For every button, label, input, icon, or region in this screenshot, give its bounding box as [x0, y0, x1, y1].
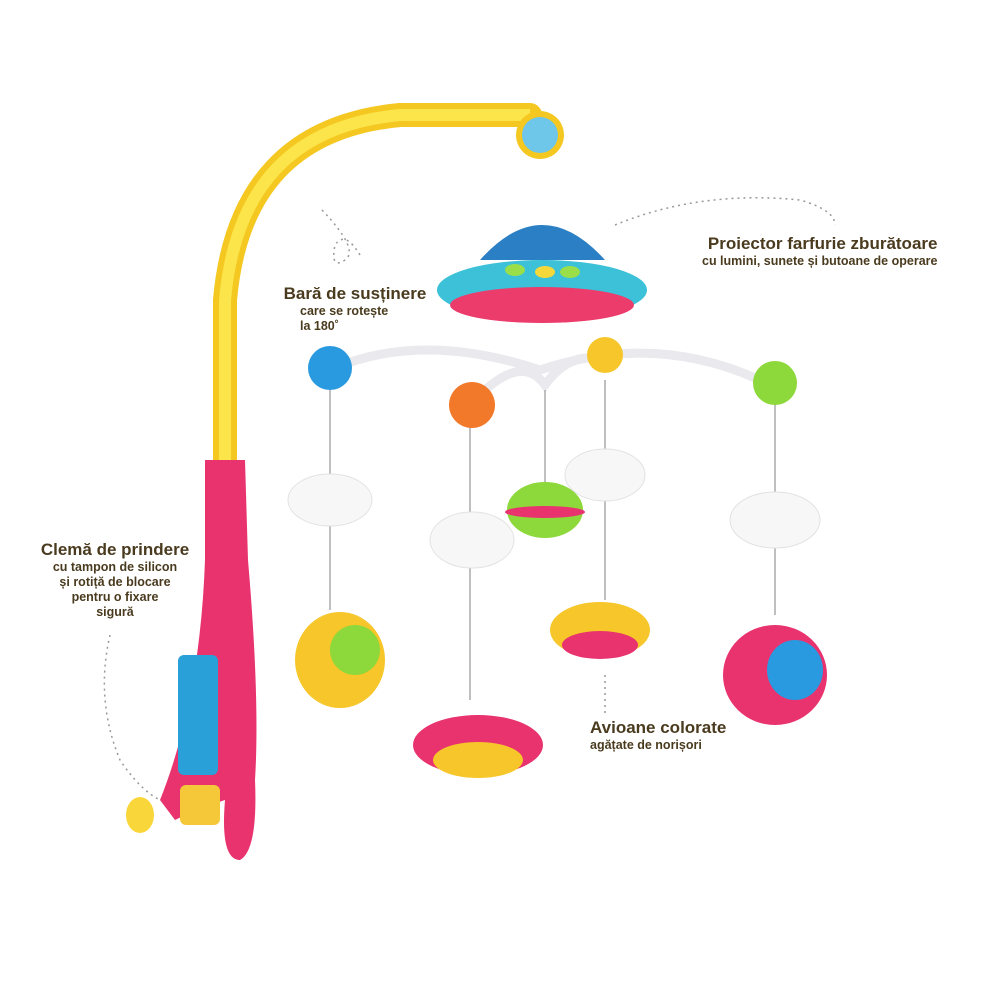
control-button — [535, 266, 555, 278]
callout-projector: Proiector farfurie zburătoare cu lumini,… — [702, 234, 937, 269]
callout-line: și rotiță de blocare — [59, 575, 171, 589]
ball-blue — [308, 346, 352, 390]
callout-planes: Avioane colorate agățate de norișori — [590, 718, 726, 753]
control-button — [560, 266, 580, 278]
callout-bar: Bară de susținere care se rotește la 180… — [270, 284, 440, 334]
callout-clamp: Clemă de prindere cu tampon de silicon ș… — [20, 540, 210, 620]
control-button — [505, 264, 525, 276]
clouds — [287, 448, 821, 569]
callout-subtitle: cu lumini, sunete și butoane de operare — [702, 254, 938, 268]
space-travel-sticker — [178, 655, 218, 775]
ball-orange — [449, 382, 495, 428]
callout-title: Proiector farfurie zburătoare — [707, 234, 938, 253]
callout-line: sigură — [96, 605, 134, 619]
ball-yellow — [587, 337, 623, 373]
callout-title: Avioane colorate — [590, 718, 727, 737]
hanger-arms — [328, 345, 773, 409]
callout-title: Clemă de prindere — [40, 540, 190, 559]
strings — [329, 380, 776, 700]
leader-lines — [103, 197, 836, 801]
callout-line: care se rotește — [300, 304, 389, 318]
callout-line: la 180˚ — [300, 319, 339, 333]
callout-subtitle: agățate de norișori — [590, 738, 702, 752]
support-arm-highlight — [219, 109, 530, 460]
callout-title: Bară de susținere — [283, 284, 427, 303]
ball-green — [753, 361, 797, 405]
locking-wheel — [180, 785, 220, 825]
silicone-pad — [126, 797, 154, 833]
callout-line: cu tampon de silicon — [52, 560, 178, 574]
callout-line: pentru o fixare — [71, 590, 159, 604]
